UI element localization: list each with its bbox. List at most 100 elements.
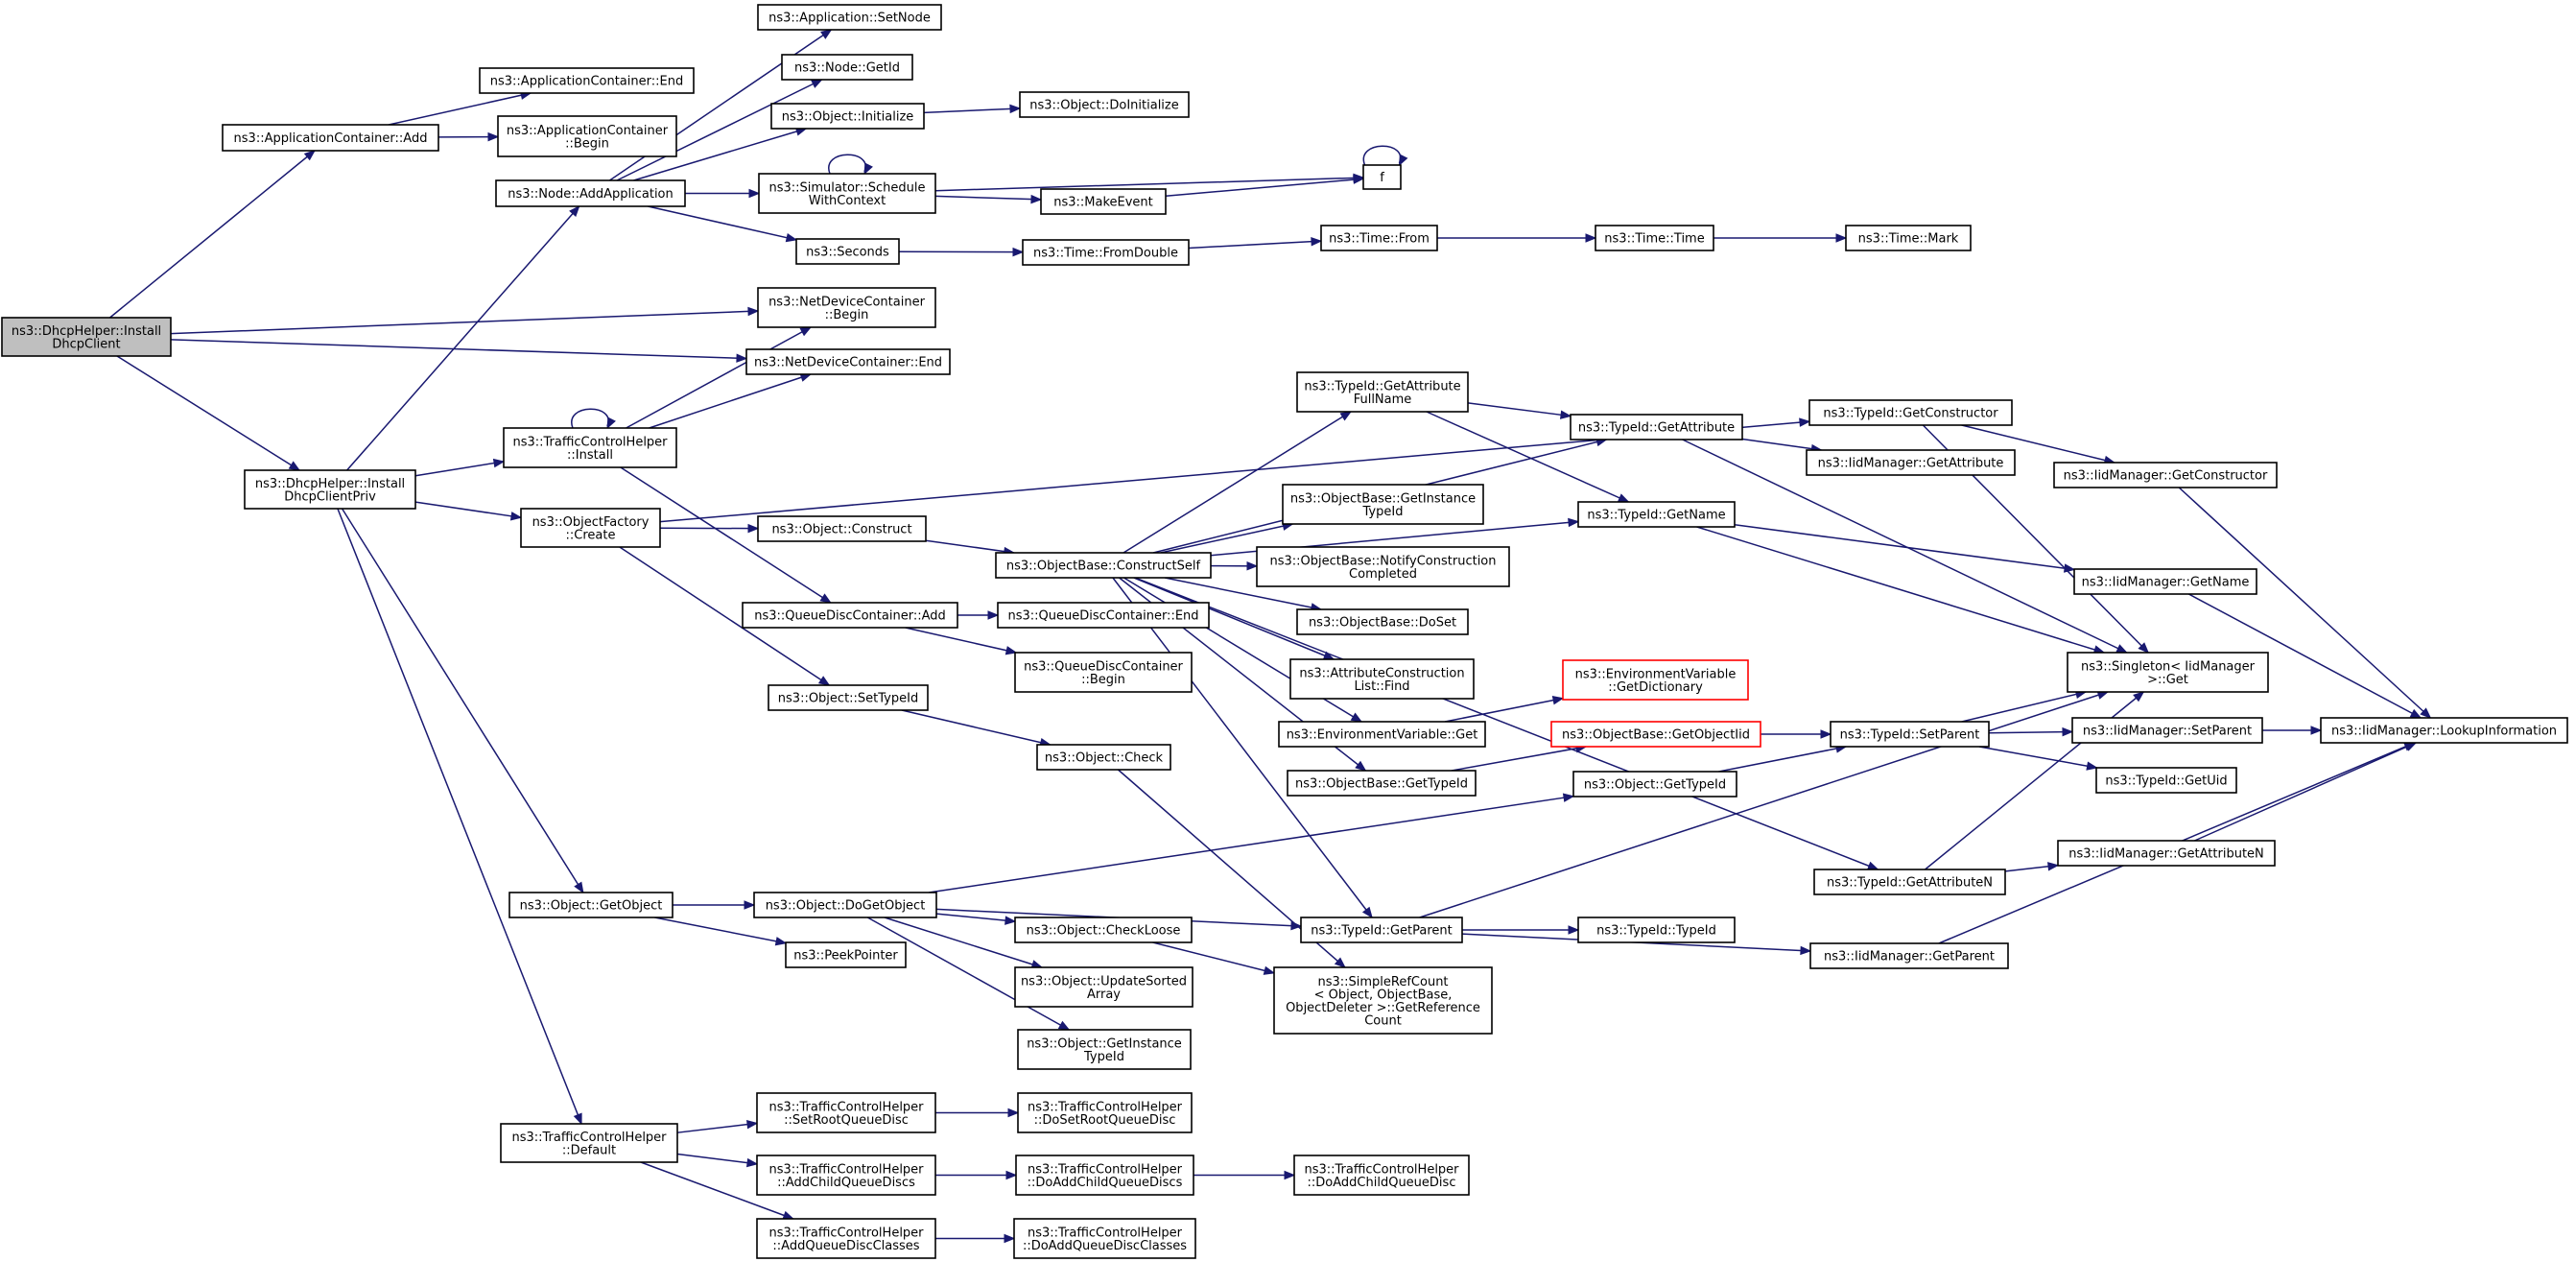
node-get-ctor[interactable]: ns3::TypeId::GetConstructor [1808,399,2013,426]
node-make-event[interactable]: ns3::MakeEvent [1040,188,1167,215]
node-time-mark[interactable]: ns3::Time::Mark [1845,225,1972,251]
edge-line [1961,691,2087,723]
node-tch-do-add-qdc[interactable]: ns3::TrafficControlHelper::DoAddQueueDis… [1013,1218,1196,1259]
node-tch-add-child[interactable]: ns3::TrafficControlHelper::AddChildQueue… [756,1155,936,1196]
node-label-line: ::AddChildQueueDiscs [777,1176,915,1190]
node-lookup[interactable]: ns3::IidManager::LookupInformation [2320,717,2568,744]
node-box [1287,770,1477,797]
node-label-line: ns3::Time::From [1329,232,1430,247]
node-label-line: ns3::TrafficControlHelper [768,1100,924,1114]
node-do-set[interactable]: ns3::ObjectBase::DoSet [1296,608,1469,635]
node-get-parent[interactable]: ns3::TypeId::GetParent [1300,917,1463,943]
node-iid-get-ctor[interactable]: ns3::IidManager::GetConstructor [2053,462,2278,488]
node-f[interactable]: f [1362,164,1402,190]
node-notify-cc[interactable]: ns3::ObjectBase::NotifyConstructionCompl… [1256,546,1510,587]
node-label-line: ns3::Object::SetTypeId [778,692,918,706]
node-box [770,103,925,130]
edge-line [648,205,797,241]
node-label-line: ns3::IidManager::GetName [2082,576,2250,590]
edge-f-to-f [1362,145,1408,167]
node-label-line: ns3::TypeId::GetAttribute [1304,379,1460,393]
node-obj-check[interactable]: ns3::Object::Check [1036,744,1171,771]
node-box [1019,91,1190,118]
node-do-get-object[interactable]: ns3::Object::DoGetObject [753,892,937,918]
node-label-line: ns3::TypeId::SetParent [1840,728,1980,743]
node-box [997,602,1210,629]
node-tch-add-qdc[interactable]: ns3::TrafficControlHelper::AddQueueDiscC… [756,1218,936,1259]
node-tch-do-set-root[interactable]: ns3::TrafficControlHelper::DoSetRootQueu… [1017,1092,1193,1133]
node-get-uid[interactable]: ns3::TypeId::GetUid [2095,767,2237,794]
node-get-object[interactable]: ns3::Object::GetObject [508,892,674,918]
node-peek-ptr[interactable]: ns3::PeekPointer [785,941,907,968]
node-app-begin[interactable]: ns3::ApplicationContainer::Begin [497,115,677,157]
node-get-id[interactable]: ns3::Node::GetId [781,54,913,81]
node-tch-do-add-child[interactable]: ns3::TrafficControlHelper::DoAddChildQue… [1293,1155,1470,1196]
node-construct-self[interactable]: ns3::ObjectBase::ConstructSelf [995,552,1212,579]
edge-line [1419,691,2109,918]
node-app-add[interactable]: ns3::ApplicationContainer::Add [222,124,439,152]
edge-time-from-to-time-time [1437,233,1597,243]
node-tch-set-root[interactable]: ns3::TrafficControlHelper::SetRootQueueD… [756,1092,936,1133]
node-label-line: ns3::TrafficControlHelper [1028,1100,1183,1114]
node-iid-get-attr-n[interactable]: ns3::IidManager::GetAttributeN [2057,840,2276,867]
node-qdc-add[interactable]: ns3::QueueDiscContainer::Add [742,602,958,629]
node-get-name[interactable]: ns3::TypeId::GetName [1577,501,1736,528]
node-box [1296,608,1469,635]
edge-get-parent-to-type-id-type-id [1462,925,1580,935]
node-node-add-app[interactable]: ns3::Node::AddApplication [495,179,686,207]
node-time-from[interactable]: ns3::Time::From [1320,225,1438,251]
node-tch-install[interactable]: ns3::TrafficControlHelper::Install [503,427,677,468]
node-env-dict[interactable]: ns3::EnvironmentVariable::GetDictionary [1562,659,1749,701]
node-o-get-type-id[interactable]: ns3::Object::GetTypeId [1572,771,1737,798]
node-iid-get-attr[interactable]: ns3::IidManager::GetAttribute [1806,449,2016,476]
node-tch-do-add-childs[interactable]: ns3::TrafficControlHelper::DoAddChildQue… [1015,1155,1194,1196]
node-ndc-begin[interactable]: ns3::NetDeviceContainer::Begin [757,287,936,328]
node-label-line: ns3::EnvironmentVariable [1575,667,1737,681]
node-label-line: ns3::ApplicationContainer::End [490,75,683,89]
node-iid-get-name[interactable]: ns3::IidManager::GetName [2073,568,2257,595]
node-get-attr-n[interactable]: ns3::TypeId::GetAttributeN [1813,869,2006,895]
node-ref-count[interactable]: ns3::SimpleRefCount< Object, ObjectBase,… [1273,966,1493,1035]
node-obj-fact-create[interactable]: ns3::ObjectFactory::Create [520,508,661,548]
node-type-id-type-id[interactable]: ns3::TypeId::TypeId [1577,917,1736,943]
node-set-type-id[interactable]: ns3::Object::SetTypeId [768,684,929,711]
node-set-node[interactable]: ns3::Application::SetNode [757,4,942,31]
node-time-time[interactable]: ns3::Time::Time [1595,225,1714,251]
node-obj-do-init[interactable]: ns3::Object::DoInitialize [1019,91,1190,118]
node-seconds[interactable]: ns3::Seconds [795,238,900,265]
edge-arrowhead [288,461,301,471]
node-qdc-begin[interactable]: ns3::QueueDiscContainer::Begin [1014,652,1193,693]
node-label-line: ns3::TypeId::GetParent [1311,924,1453,939]
edge-tch-install-to-tch-install [571,408,616,430]
node-iid-get-parent[interactable]: ns3::IidManager::GetParent [1809,942,2009,969]
node-ndc-end[interactable]: ns3::NetDeviceContainer::End [745,348,951,375]
node-get-attr[interactable]: ns3::TypeId::GetAttribute [1570,414,1743,441]
node-label-line: ::DoAddChildQueueDiscs [1028,1176,1183,1190]
node-check-loose[interactable]: ns3::Object::CheckLoose [1014,917,1193,943]
edge-arrowhead [2420,707,2432,719]
node-qdc-end[interactable]: ns3::QueueDiscContainer::End [997,602,1210,629]
node-obj-init[interactable]: ns3::Object::Initialize [770,103,925,130]
node-singleton[interactable]: ns3::Singleton< IidManager>::Get [2067,652,2269,693]
node-set-parent[interactable]: ns3::TypeId::SetParent [1830,721,1990,748]
node-from-double[interactable]: ns3::Time::FromDouble [1022,239,1190,266]
node-app-end[interactable]: ns3::ApplicationContainer::End [479,67,695,94]
node-iid-set-parent[interactable]: ns3::IidManager::SetParent [2071,717,2263,744]
node-tch-default[interactable]: ns3::TrafficControlHelper::Default [500,1123,678,1163]
node-ob-get-type-id[interactable]: ns3::ObjectBase::GetTypeId [1287,770,1477,797]
node-box [1362,164,1402,190]
node-env-get[interactable]: ns3::EnvironmentVariable::Get [1278,721,1486,748]
node-obj-construct[interactable]: ns3::Object::Construct [757,515,927,542]
edge-line [337,508,582,1125]
node-get-obj-iid[interactable]: ns3::ObjectBase::GetObjectIid [1550,721,1761,748]
edge-arrowhead [819,593,832,604]
node-label-line: ns3::ApplicationContainer [507,124,669,138]
